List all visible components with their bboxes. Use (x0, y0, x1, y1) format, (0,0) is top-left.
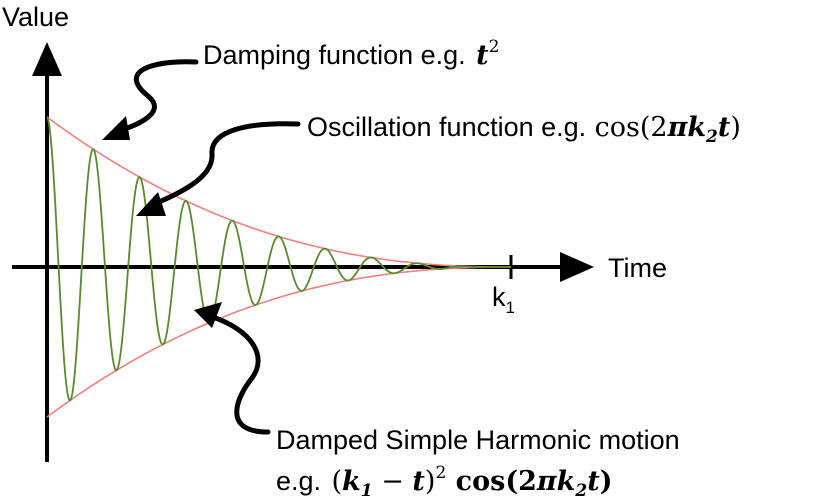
k1-label: k1 (492, 282, 515, 317)
y-axis-arrow-icon (32, 42, 62, 76)
pointer-arrows (102, 59, 301, 435)
damping-label: Damping function e.g. t2 (203, 37, 499, 71)
y-axis-label: Value (2, 2, 69, 32)
damped-label-line1: Damped Simple Harmonic motion (276, 425, 680, 455)
envelope-lower (46, 266, 511, 418)
x-axis-arrow-icon (560, 252, 594, 282)
damping-pointer-arrow (111, 59, 199, 135)
oscillation-label: Oscillation function e.g. cos(2πk2t) (307, 112, 741, 147)
damped-pointer-arrow (207, 313, 271, 435)
damped-label-line2: e.g. (k1 − t)2 cos(2πk2t) (276, 463, 612, 501)
x-axis-label: Time (608, 253, 667, 283)
damped-wave (46, 116, 511, 402)
oscillation-pointer-arrowhead-icon (136, 192, 166, 216)
damped-pointer-arrowhead-icon (194, 302, 222, 328)
oscillation-pointer-arrow (147, 121, 301, 209)
damping-pointer-arrowhead-icon (102, 116, 130, 140)
